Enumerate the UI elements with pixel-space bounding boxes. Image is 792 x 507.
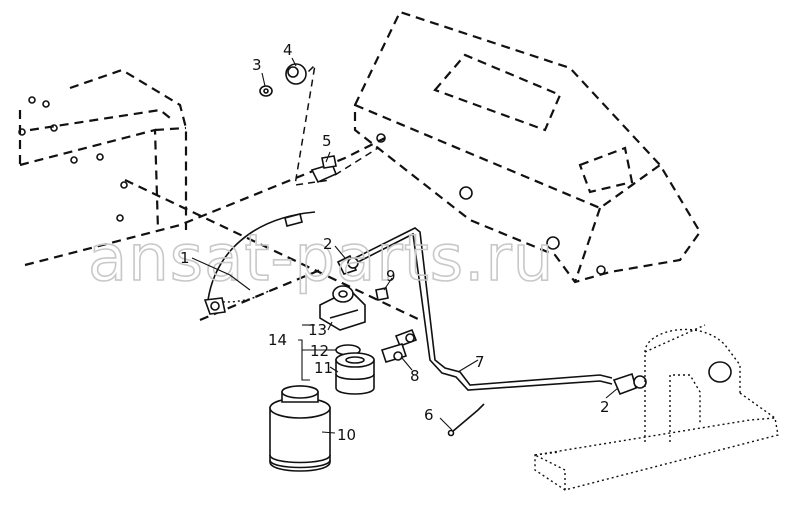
callout-12: 12 [310,342,329,360]
callout-6: 6 [424,406,434,424]
fuel-tank [534,324,779,491]
part-14-group-bracket [298,324,330,381]
part-11-filter-element [335,352,375,395]
callout-labels: 1 2 2 3 4 5 6 7 8 9 10 11 12 13 14 [180,41,610,444]
callout-4: 4 [283,41,293,59]
callout-leaders [191,57,619,434]
callout-2-lower: 2 [600,398,610,416]
watermark: ansat-parts.ru [88,222,554,296]
part-6-pin [447,403,485,437]
part-4-cap [285,63,307,85]
part-2-fitting-upper [336,254,359,275]
engine-block [353,10,702,284]
callout-1: 1 [180,249,190,267]
callout-9: 9 [386,267,396,285]
part-7-fuel-line [354,227,613,391]
callout-3: 3 [252,56,262,74]
part-2-fitting-lower [612,372,647,396]
callout-8: 8 [410,367,420,385]
frame-bracket [18,68,188,231]
callout-10: 10 [337,426,356,444]
callout-5: 5 [322,132,332,150]
part-1-bracket [203,211,316,315]
part-13-filter-head [319,285,366,331]
callout-2-upper: 2 [323,235,333,253]
part-3-washer [259,85,273,97]
part-9-clip [375,287,389,301]
callout-14: 14 [268,331,287,349]
sensor-leaders [294,62,379,186]
callout-7: 7 [475,353,485,371]
part-10-filter-canister [269,385,331,472]
part-5-sensor [310,155,338,184]
callout-13: 13 [308,321,327,339]
part-8-bolts [380,328,418,363]
callout-11: 11 [314,359,333,377]
